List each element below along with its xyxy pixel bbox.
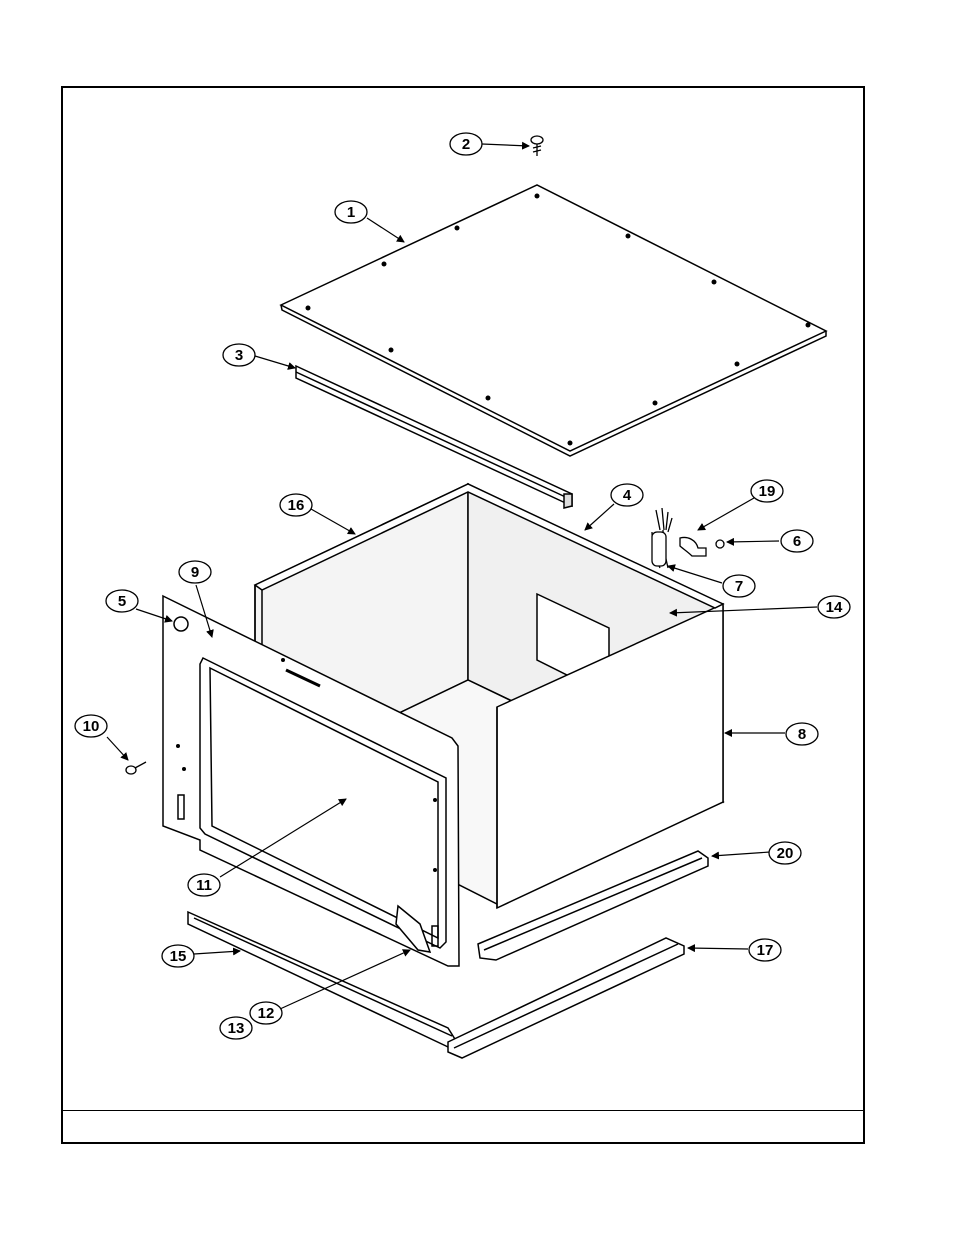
svg-text:2: 2 bbox=[462, 136, 470, 153]
callout-9: 9 bbox=[179, 561, 211, 583]
callout-17: 17 bbox=[749, 939, 781, 961]
svg-text:6: 6 bbox=[793, 533, 801, 550]
callout-16: 16 bbox=[280, 494, 312, 516]
svg-text:14: 14 bbox=[826, 599, 843, 616]
callout-4: 4 bbox=[611, 484, 643, 506]
callout-2: 2 bbox=[450, 133, 482, 155]
callout-1: 1 bbox=[335, 201, 367, 223]
svg-text:1: 1 bbox=[347, 204, 355, 221]
svg-text:12: 12 bbox=[258, 1005, 275, 1022]
callout-20: 20 bbox=[769, 842, 801, 864]
svg-text:11: 11 bbox=[196, 877, 212, 894]
svg-text:9: 9 bbox=[191, 564, 199, 581]
wire-harness bbox=[652, 508, 724, 568]
screw-part-10 bbox=[126, 762, 146, 774]
callout-11: 11 bbox=[188, 874, 220, 896]
svg-text:4: 4 bbox=[623, 487, 632, 504]
callout-8: 8 bbox=[786, 723, 818, 745]
top-panel bbox=[281, 185, 826, 456]
svg-text:8: 8 bbox=[798, 726, 806, 743]
callout-6: 6 bbox=[781, 530, 813, 552]
callout-14: 14 bbox=[818, 596, 850, 618]
callout-3: 3 bbox=[223, 344, 255, 366]
svg-text:5: 5 bbox=[118, 593, 126, 610]
svg-text:13: 13 bbox=[228, 1020, 245, 1037]
svg-text:20: 20 bbox=[777, 845, 794, 862]
callout-7: 7 bbox=[723, 575, 755, 597]
callout-13: 13 bbox=[220, 1017, 252, 1039]
screw-part bbox=[531, 136, 543, 156]
callout-5: 5 bbox=[106, 590, 138, 612]
svg-text:7: 7 bbox=[735, 578, 743, 595]
callout-15: 15 bbox=[162, 945, 194, 967]
callout-19: 19 bbox=[751, 480, 783, 502]
svg-text:10: 10 bbox=[83, 718, 100, 735]
svg-text:3: 3 bbox=[235, 347, 243, 364]
svg-text:17: 17 bbox=[757, 942, 774, 959]
svg-text:19: 19 bbox=[759, 483, 776, 500]
svg-text:15: 15 bbox=[170, 948, 187, 965]
callout-10: 10 bbox=[75, 715, 107, 737]
callout-12: 12 bbox=[250, 1002, 282, 1024]
svg-text:16: 16 bbox=[288, 497, 305, 514]
